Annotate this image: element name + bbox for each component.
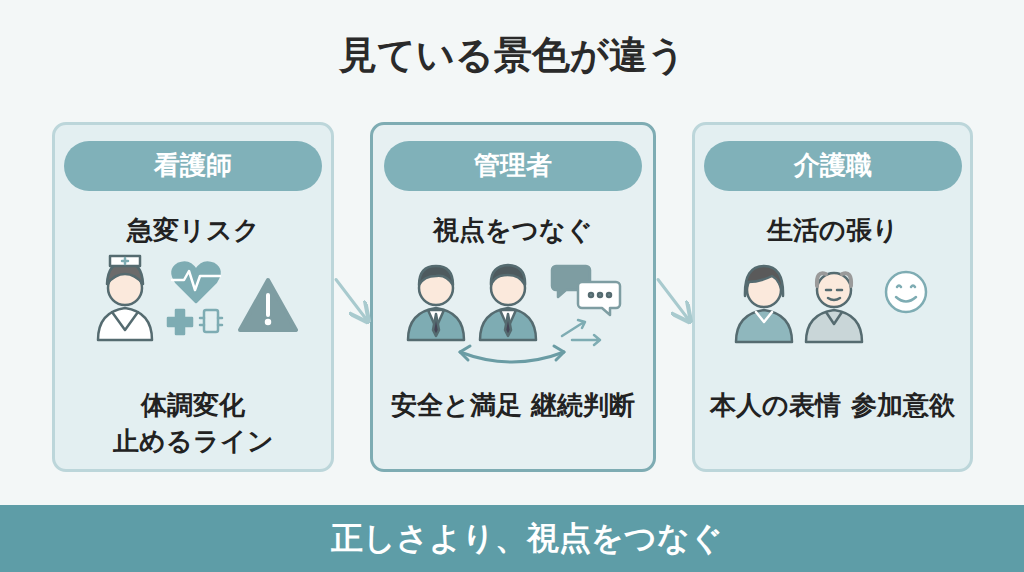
role-name: 管理者 — [384, 150, 642, 181]
manager-icon — [408, 266, 464, 340]
message-band: 正しさより、視点をつなぐ — [0, 505, 1024, 572]
warning-icon — [240, 280, 296, 330]
message-text: 正しさより、視点をつなぐ — [0, 517, 1024, 561]
smiley-icon — [886, 272, 926, 312]
role-label: 看護師 — [64, 141, 322, 191]
role-name: 看護師 — [64, 150, 322, 181]
manager-icon — [480, 265, 536, 340]
title: 見ている景色が違う — [0, 30, 1024, 81]
heart-icon — [172, 262, 220, 302]
speech-bubbles — [552, 266, 620, 345]
role-label: 介護職 — [704, 141, 962, 191]
role-panel: 視点をつなぐ安全と満足 継続判断 管理者 — [370, 122, 656, 472]
role-label: 管理者 — [384, 141, 642, 191]
panel-body: 安全と満足 継続判断 — [383, 387, 643, 423]
panel-heading: 生活の張り — [695, 215, 970, 246]
caregiver-icon — [736, 266, 792, 342]
elderly-icon — [806, 273, 862, 342]
panel-body: 本人の表情 参加意欲 — [705, 387, 960, 423]
medical-icon — [168, 310, 222, 334]
panel-body: 体調変化 止めるライン — [65, 387, 321, 460]
panel-heading: 急変リスク — [55, 215, 331, 246]
role-name: 介護職 — [704, 150, 962, 181]
role-panel: 急変リスク体調変化 止めるライン 看護師 — [52, 122, 334, 472]
panel-heading: 視点をつなぐ — [373, 215, 653, 246]
flow-arrow — [658, 280, 690, 322]
flow-arrow — [336, 280, 368, 322]
double-arrow — [460, 346, 564, 362]
sparkle — [972, 520, 998, 550]
role-panel: 生活の張り本人の表情 参加意欲 介護職 — [692, 122, 973, 472]
nurse-icon — [98, 256, 152, 340]
